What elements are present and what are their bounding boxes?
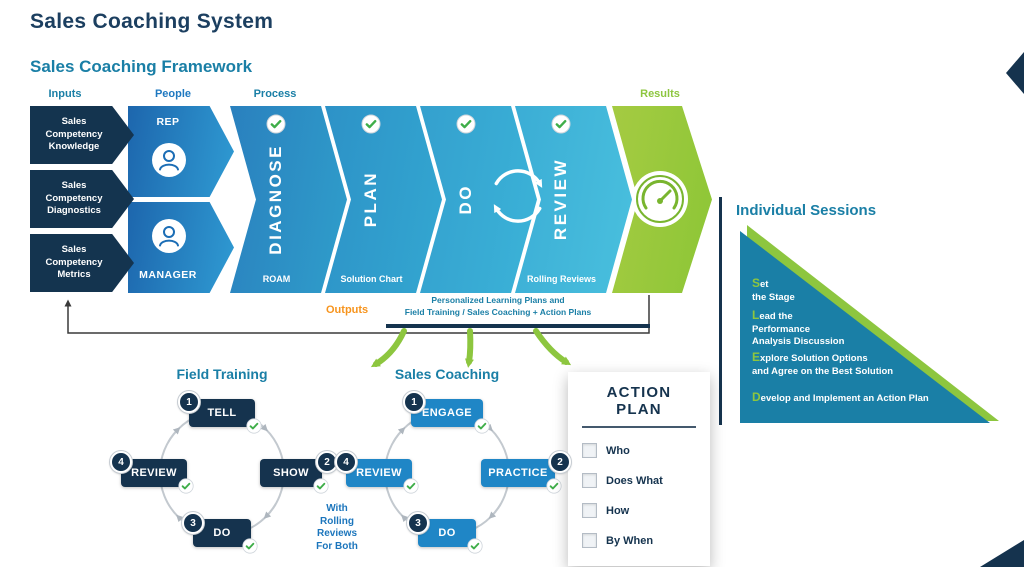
session-lead-letter: L <box>752 308 760 322</box>
session-step-lead: Lead the Performance Analysis Discussion <box>752 308 844 349</box>
input-label: Sales Competency Diagnostics <box>45 179 103 217</box>
session-text: et the Stage <box>752 279 795 303</box>
manager-chevron: MANAGER <box>128 202 234 293</box>
session-lead-letter: S <box>752 276 761 290</box>
input-label: Sales Competency Metrics <box>45 243 103 281</box>
action-plan-item: Does What <box>582 473 696 488</box>
action-plan-item-label: Who <box>606 444 630 457</box>
step-review-field: REVIEW <box>121 459 187 487</box>
framework-subtitle: Sales Coaching Framework <box>30 57 253 76</box>
field-training-heading: Field Training <box>176 366 268 382</box>
action-plan-item: How <box>582 503 696 518</box>
check-icon <box>467 538 483 554</box>
step-label: SHOW <box>273 467 309 479</box>
step-label: REVIEW <box>356 467 402 479</box>
process-label: DIAGNOSE <box>265 144 285 255</box>
sessions-divider <box>719 197 722 425</box>
checkbox <box>582 443 597 458</box>
action-plan-title: ACTION PLAN <box>582 384 696 428</box>
people-column-label: People <box>154 88 192 100</box>
action-plan-card: ACTION PLAN Who Does What How By When <box>568 372 710 566</box>
session-text: xplore Solution Options and Agree on the… <box>752 353 894 377</box>
step-label: REVIEW <box>131 467 177 479</box>
rep-label: REP <box>156 116 180 128</box>
gauge-icon <box>632 171 688 227</box>
outputs-text: Personalized Learning Plans and Field Tr… <box>393 294 603 319</box>
process-sublabel: Solution Chart <box>340 274 403 284</box>
rep-chevron: REP <box>128 106 234 197</box>
process-label: DO <box>455 184 475 215</box>
results-column-label: Results <box>640 88 680 100</box>
session-step-set: Set the Stage <box>752 276 795 304</box>
step-tell: TELL <box>189 399 255 427</box>
check-icon <box>242 538 258 554</box>
cycle-arrows-icon <box>493 169 543 223</box>
input-chevron-diagnostics: Sales Competency Diagnostics <box>30 170 134 228</box>
step-show: SHOW <box>260 459 322 487</box>
step-number: 1 <box>403 391 425 413</box>
step-label: ENGAGE <box>421 407 473 419</box>
check-icon <box>313 478 329 494</box>
step-number: 1 <box>178 391 200 413</box>
step-label: PRACTICE <box>488 467 548 479</box>
session-text: evelop and Implement an Action Plan <box>760 393 929 404</box>
check-icon <box>246 418 262 434</box>
checkbox <box>582 533 597 548</box>
step-number: 2 <box>549 451 571 473</box>
individual-sessions-heading: Individual Sessions <box>736 202 877 219</box>
input-chevron-metrics: Sales Competency Metrics <box>30 234 134 292</box>
check-icon <box>546 478 562 494</box>
session-lead-letter: E <box>752 350 761 364</box>
outputs-label: Outputs <box>326 304 369 316</box>
action-plan-item: Who <box>582 443 696 458</box>
process-sublabel: Rolling Reviews <box>526 274 597 284</box>
checkbox <box>582 473 597 488</box>
outputs-line2: Field Training / Sales Coaching + Action… <box>404 307 592 318</box>
step-number: 3 <box>407 512 429 534</box>
session-lead-letter: D <box>752 390 761 404</box>
checkbox <box>582 503 597 518</box>
step-label: DO <box>438 527 456 539</box>
manager-label: MANAGER <box>139 269 197 281</box>
check-icon <box>178 478 194 494</box>
step-number: 4 <box>110 451 132 473</box>
session-step-explore: Explore Solution Options and Agree on th… <box>752 350 893 378</box>
sales-coaching-heading: Sales Coaching <box>394 366 500 382</box>
step-number: 3 <box>182 512 204 534</box>
action-plan-item-label: By When <box>606 534 654 547</box>
page-title: Sales Coaching System <box>30 10 274 33</box>
check-icon <box>474 418 490 434</box>
action-plan-item-label: Does What <box>606 474 663 487</box>
action-plan-item-label: How <box>606 504 630 517</box>
session-step-develop: Develop and Implement an Action Plan <box>752 390 929 406</box>
step-label: TELL <box>207 407 237 419</box>
check-icon <box>403 478 419 494</box>
person-icon <box>151 142 187 178</box>
step-label: DO <box>213 527 231 539</box>
input-label: Sales Competency Knowledge <box>45 115 103 153</box>
input-chevron-knowledge: Sales Competency Knowledge <box>30 106 134 164</box>
outputs-line1: Personalized Learning Plans and <box>431 295 565 305</box>
process-label: PLAN <box>360 171 380 228</box>
action-plan-item: By When <box>582 533 696 548</box>
process-sublabel: ROAM <box>262 274 291 284</box>
rolling-reviews-note: With Rolling Reviews For Both <box>316 503 358 552</box>
process-column-label: Process <box>253 88 297 100</box>
step-practice: PRACTICE <box>481 459 555 487</box>
inputs-column-label: Inputs <box>48 88 82 100</box>
person-icon <box>151 218 187 254</box>
step-number: 4 <box>335 451 357 473</box>
session-text: ead the Performance Analysis Discussion <box>752 311 845 348</box>
step-review-sales: REVIEW <box>346 459 412 487</box>
